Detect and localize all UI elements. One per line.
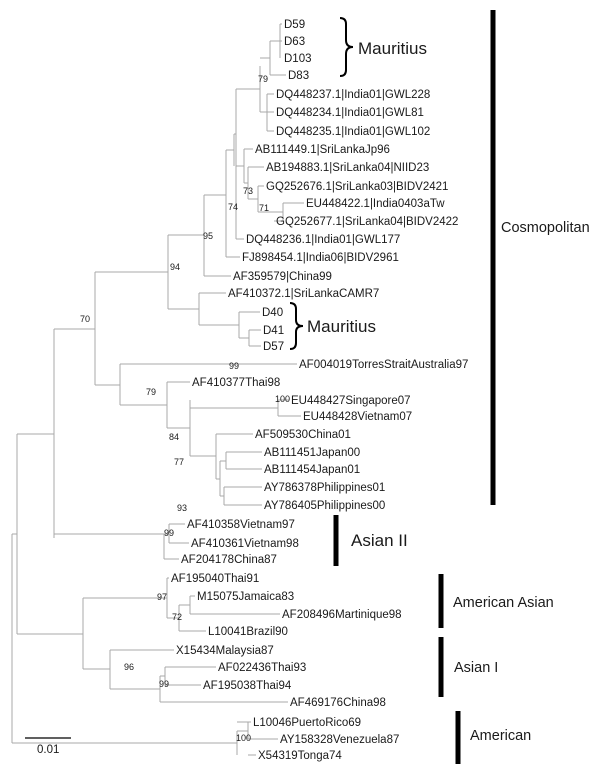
leaf-label: AY786405Philippines00 <box>264 500 385 512</box>
bootstrap-value: 74 <box>228 202 238 212</box>
bootstrap-value: 100 <box>236 733 251 743</box>
scale-label: 0.01 <box>37 744 59 756</box>
leaf-label: AF509530China01 <box>255 429 351 441</box>
mauritius-label-1: Mauritius <box>358 39 427 58</box>
asian-ii-label: Asian II <box>351 531 408 550</box>
leaf-label: AF208496Martinique98 <box>282 609 402 621</box>
leaf-label: X54319Tonga74 <box>258 750 342 762</box>
leaf-label: AB111454Japan01 <box>264 464 360 476</box>
bootstrap-value: 99 <box>164 528 174 538</box>
leaf-label: L10041Brazil90 <box>208 626 288 638</box>
leaf-label: AB111449.1|SriLankaJp96 <box>255 144 390 156</box>
american-label: American <box>470 728 531 744</box>
leaf-labels: D59D63D103D83DQ448237.1|India01|GWL228DQ… <box>171 19 468 762</box>
leaf-label: GQ252676.1|SriLanka03|BIDV2421 <box>266 181 448 193</box>
bootstrap-value: 84 <box>169 432 179 442</box>
leaf-label: D59 <box>284 19 305 31</box>
leaf-label: AF195038Thai94 <box>203 680 292 692</box>
mauritius-label-2: Mauritius <box>307 317 376 336</box>
leaf-label: AF410377Thai98 <box>192 377 280 389</box>
bootstrap-labels: 79 74 73 71 95 94 70 99 79 84 100 77 93 99 97 72 96 99 100 <box>80 74 290 743</box>
leaf-label: AF359579|China99 <box>233 271 332 283</box>
bootstrap-value: 99 <box>229 361 239 371</box>
leaf-label: M15075Jamaica83 <box>197 591 294 603</box>
asian-i-label: Asian I <box>454 660 498 676</box>
bootstrap-value: 96 <box>124 662 134 672</box>
leaf-label: FJ898454.1|India06|BIDV2961 <box>242 252 399 264</box>
tree-branches <box>11 23 304 756</box>
leaf-label: L10046PuertoRico69 <box>253 717 361 729</box>
cosmopolitan-label: Cosmopolitan <box>501 220 590 236</box>
bootstrap-value: 97 <box>157 592 167 602</box>
leaf-label: AF410358Vietnam97 <box>187 519 295 531</box>
leaf-label: X15434Malaysia87 <box>176 645 274 657</box>
bootstrap-value: 70 <box>80 314 90 324</box>
leaf-label: EU448428Vietnam07 <box>303 411 412 423</box>
bootstrap-value: 73 <box>243 186 253 196</box>
bootstrap-value: 99 <box>159 679 169 689</box>
leaf-label: D40 <box>262 307 283 319</box>
american-asian-label: American Asian <box>453 595 554 611</box>
leaf-label: D57 <box>263 341 284 353</box>
leaf-label: GQ252677.1|SriLanka04|BIDV2422 <box>276 216 458 228</box>
bootstrap-value: 95 <box>203 231 213 241</box>
leaf-label: D63 <box>284 36 305 48</box>
bootstrap-value: 71 <box>259 203 269 213</box>
leaf-label: AY158328Venezuela87 <box>280 734 399 746</box>
bootstrap-value: 72 <box>172 612 182 622</box>
leaf-label: AF410372.1|SriLankaCAMR7 <box>228 288 379 300</box>
bootstrap-value: 100 <box>275 394 290 404</box>
leaf-label: DQ448236.1|India01|GWL177 <box>246 234 400 246</box>
bootstrap-value: 79 <box>258 74 268 84</box>
bootstrap-value: 94 <box>170 262 180 272</box>
leaf-label: DQ448235.1|India01|GWL102 <box>276 126 430 138</box>
leaf-label: AB111451Japan00 <box>264 447 360 459</box>
bootstrap-value: 93 <box>177 503 187 513</box>
bootstrap-value: 79 <box>146 387 156 397</box>
bootstrap-value: 77 <box>174 457 184 467</box>
leaf-label: AF195040Thai91 <box>171 573 259 585</box>
leaf-label: AF022436Thai93 <box>218 662 306 674</box>
leaf-label: DQ448237.1|India01|GWL228 <box>276 89 430 101</box>
mauritius-brace-2 <box>289 302 304 350</box>
leaf-label: DQ448234.1|India01|GWL81 <box>276 107 424 119</box>
leaf-label: AF204178China87 <box>181 554 277 566</box>
leaf-label: AB194883.1|SriLanka04|NIID23 <box>266 162 429 174</box>
leaf-label: D41 <box>263 325 284 337</box>
leaf-label: EU448422.1|India0403aTw <box>306 198 445 210</box>
leaf-label: EU448427Singapore07 <box>291 395 411 407</box>
leaf-label: D103 <box>284 53 312 65</box>
leaf-label: AF004019TorresStraitAustralia97 <box>299 359 468 371</box>
mauritius-brace-1 <box>339 17 354 77</box>
leaf-label: AF469176China98 <box>290 697 386 709</box>
leaf-label: AY786378Philippines01 <box>264 482 385 494</box>
leaf-label: AF410361Vietnam98 <box>191 538 299 550</box>
leaf-label: D83 <box>288 70 309 82</box>
